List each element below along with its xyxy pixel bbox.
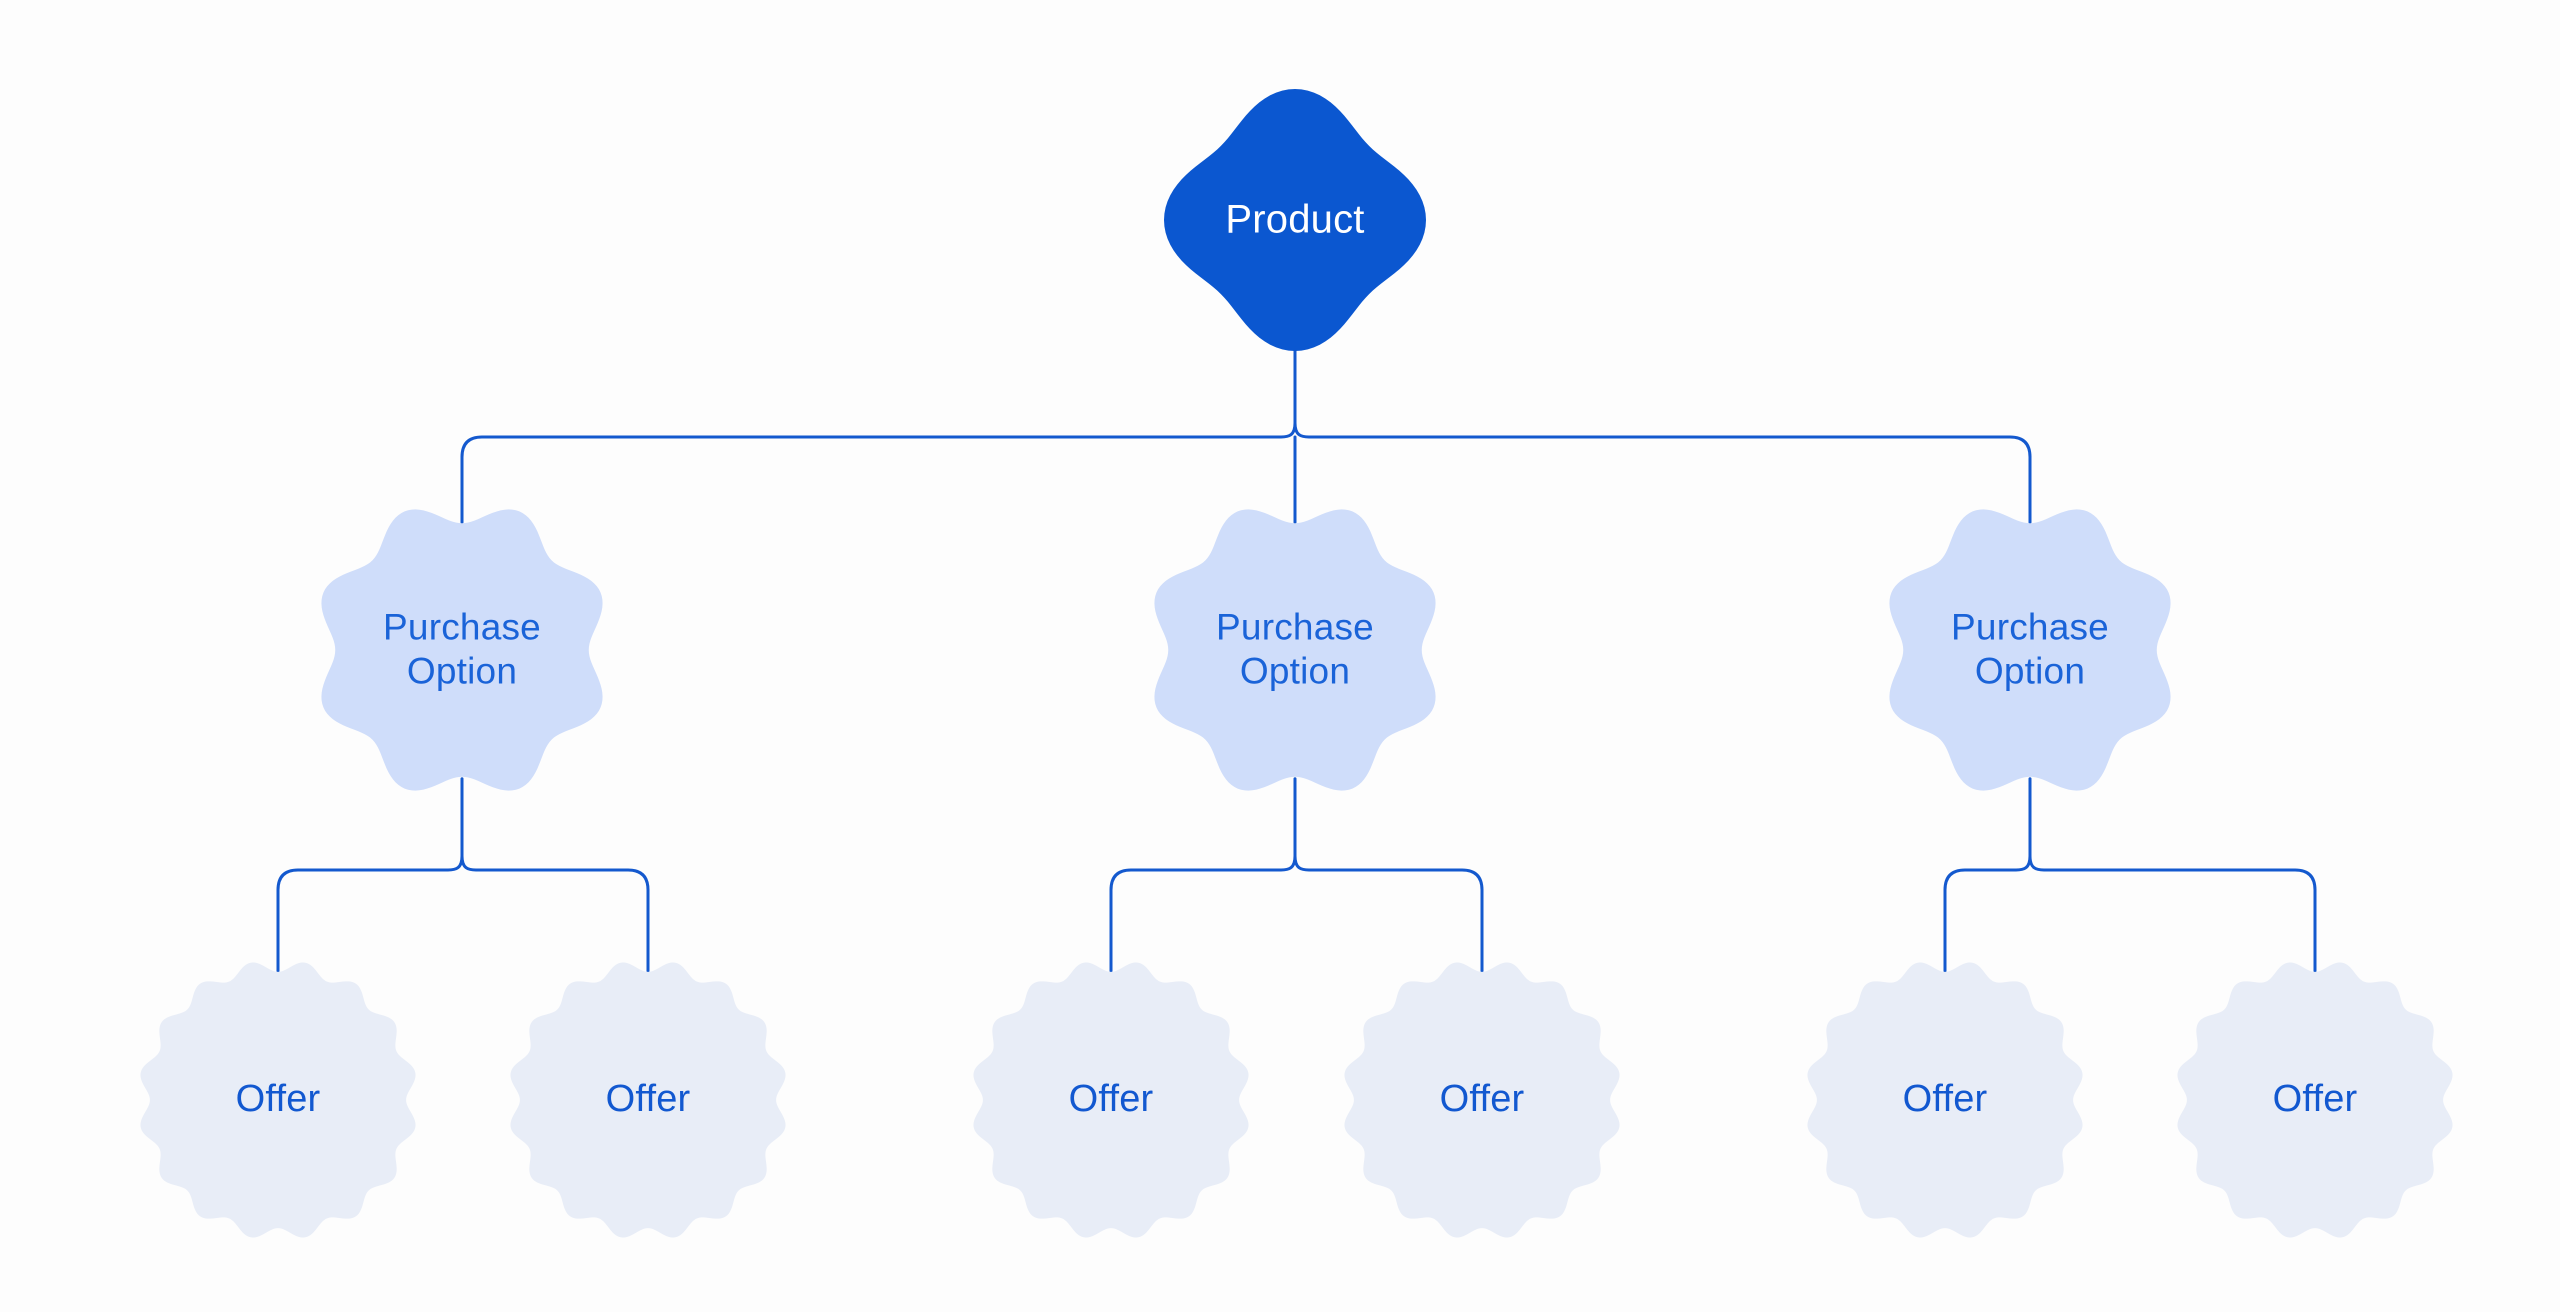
node-shape-offer-2[interactable] [510, 962, 786, 1238]
edge-product-bar-right [1293, 421, 2032, 459]
node-shape-offer-6[interactable] [2177, 962, 2453, 1238]
connector-layer [276, 325, 2317, 973]
edge-po-2-bar-right [1293, 854, 1484, 892]
node-offer-3[interactable] [991, 980, 1231, 1220]
node-offer-1[interactable] [158, 980, 398, 1220]
node-shape-po-2[interactable] [1154, 509, 1436, 791]
edge-product-bar-left [460, 421, 1297, 459]
node-shape-layer [140, 89, 2453, 1238]
node-shape-offer-5[interactable] [1807, 962, 2083, 1238]
edge-po-2-bar-left [1109, 854, 1297, 892]
edge-po-3-bar-left [1943, 854, 2032, 892]
node-offer-5[interactable] [1825, 980, 2065, 1220]
node-offer-4[interactable] [1362, 980, 1602, 1220]
edge-po-1-bar-right [460, 854, 650, 892]
node-purchase-option-2[interactable] [1170, 525, 1420, 775]
node-product[interactable] [1175, 100, 1415, 340]
node-shape-po-1[interactable] [321, 509, 603, 791]
node-purchase-option-1[interactable] [337, 525, 587, 775]
node-shape-offer-1[interactable] [140, 962, 416, 1238]
node-offer-2[interactable] [528, 980, 768, 1220]
node-shape-offer-4[interactable] [1344, 962, 1620, 1238]
edge-po-3-bar-right [2028, 854, 2317, 892]
node-purchase-option-3[interactable] [1905, 525, 2155, 775]
node-shape-product[interactable] [1164, 89, 1426, 351]
node-shape-po-3[interactable] [1889, 509, 2171, 791]
edge-po-1-bar-left [276, 854, 464, 892]
node-shape-offer-3[interactable] [973, 962, 1249, 1238]
node-offer-6[interactable] [2195, 980, 2435, 1220]
